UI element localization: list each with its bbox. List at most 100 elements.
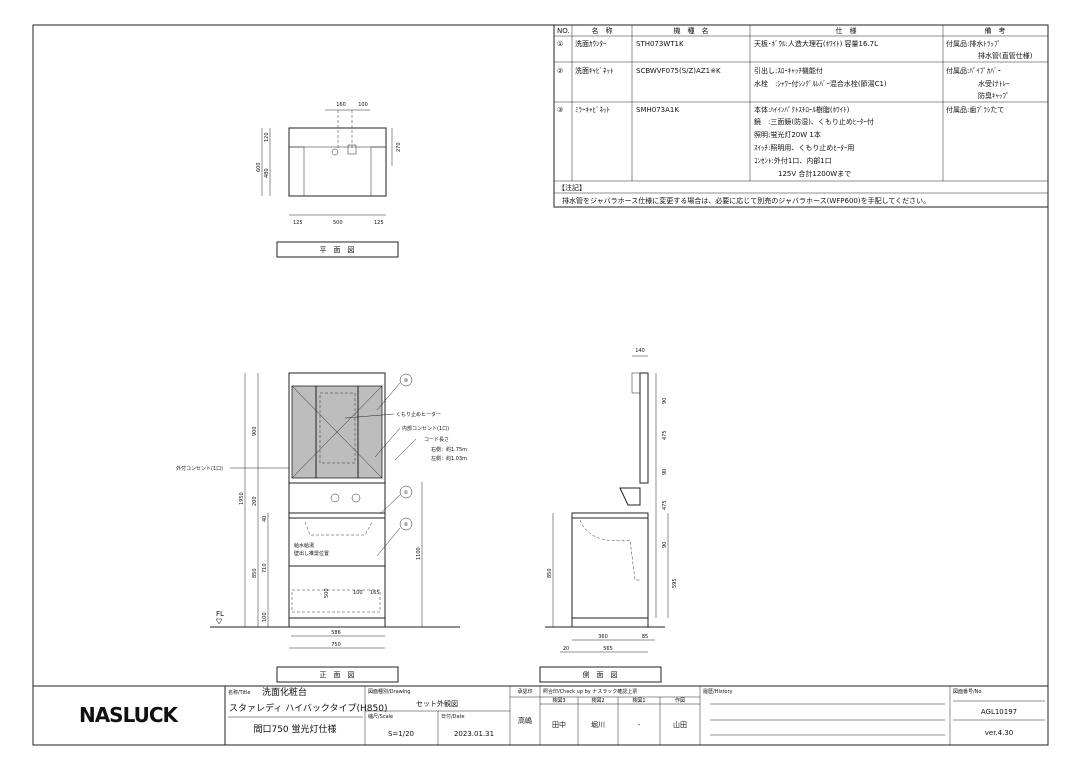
front-view: FL 900 1950 200 40 850 710 100 1100 500 … <box>176 372 467 683</box>
svg-text:S=1/20: S=1/20 <box>388 730 414 738</box>
svg-text:ﾐﾗｰｷｬﾋﾞﾈｯﾄ: ﾐﾗｰｷｬﾋﾞﾈｯﾄ <box>575 106 610 114</box>
svg-text:850: 850 <box>252 568 258 578</box>
svg-text:565: 565 <box>603 646 613 652</box>
svg-text:480: 480 <box>264 168 270 178</box>
svg-text:90: 90 <box>662 542 668 548</box>
svg-text:STH073WT1K: STH073WT1K <box>636 40 684 48</box>
remarks-text: 排水管をジャバラホース仕様に変更する場合は、必要に応じて別売のジャバラホース(W… <box>562 196 930 205</box>
svg-text:縮尺/Scale: 縮尺/Scale <box>368 713 393 720</box>
svg-text:壁出し推奨位置: 壁出し推奨位置 <box>294 550 329 557</box>
drawing-number: AGL10197 <box>981 708 1017 716</box>
svg-text:平 面 図: 平 面 図 <box>320 246 355 254</box>
header-model: 機 種 名 <box>674 26 709 35</box>
svg-text:-: - <box>638 721 641 729</box>
callout-1: ① <box>404 490 409 496</box>
svg-text:85: 85 <box>642 634 648 640</box>
remarks-label: 【注記】 <box>558 183 586 192</box>
header-name: 名 称 <box>592 26 613 35</box>
svg-text:付属品:歯ﾌﾞﾗｼたて: 付属品:歯ﾌﾞﾗｼたて <box>946 105 1004 114</box>
svg-text:500: 500 <box>333 220 343 226</box>
svg-text:100: 100 <box>353 590 363 596</box>
svg-text:SMH073A1K: SMH073A1K <box>636 106 679 114</box>
svg-text:500: 500 <box>324 588 330 598</box>
svg-text:①: ① <box>557 40 563 48</box>
callout-3: ③ <box>404 378 408 384</box>
svg-text:検図1: 検図1 <box>632 697 645 704</box>
plan-view: 160 100 120 480 600 270 125 500 125 平 面 … <box>256 102 402 258</box>
svg-text:本体:ﾊｲｲﾝﾊﾟｸﾄｽﾁﾛｰﾙ樹脂(ﾎﾜｲﾄ): 本体:ﾊｲｲﾝﾊﾟｸﾄｽﾁﾛｰﾙ樹脂(ﾎﾜｲﾄ) <box>754 105 850 114</box>
svg-text:165: 165 <box>370 590 380 596</box>
product-subtitle: スタァレディ ハイバックタイプ(H850) <box>229 702 387 714</box>
svg-text:作図: 作図 <box>675 697 685 704</box>
svg-text:洗面ｷｬﾋﾞﾈｯﾄ: 洗面ｷｬﾋﾞﾈｯﾄ <box>575 66 614 75</box>
svg-text:200: 200 <box>252 496 258 506</box>
fl-label: FL <box>216 610 224 618</box>
svg-text:40: 40 <box>262 516 268 522</box>
svg-text:125: 125 <box>374 220 384 226</box>
svg-text:90: 90 <box>662 398 668 404</box>
spec-table: NO. 名 称 機 種 名 仕 様 備 考 ① 洗面ｶｳﾝﾀｰ STH073WT… <box>553 24 1049 208</box>
svg-text:SCBWVF075(S/Z)AZ1※K: SCBWVF075(S/Z)AZ1※K <box>636 67 721 75</box>
svg-text:正 面 図: 正 面 図 <box>320 671 355 679</box>
svg-text:右側：約1.75m: 右側：約1.75m <box>431 446 467 453</box>
svg-text:2023.01.31: 2023.01.31 <box>454 730 494 738</box>
svg-text:コード長さ: コード長さ <box>424 436 449 443</box>
svg-text:左側：約1.03m: 左側：約1.03m <box>431 455 467 462</box>
svg-text:防臭ｷｬｯﾌﾟ: 防臭ｷｬｯﾌﾟ <box>978 91 1010 100</box>
side-view: 140 90 475 90 475 90 595 850 360 85 20 5… <box>539 348 678 683</box>
svg-text:120: 120 <box>264 132 270 142</box>
table-row: ① 洗面ｶｳﾝﾀｰ STH073WT1K 天板･ﾎﾞｳﾙ:人造大理石(ﾎﾜｲﾄ)… <box>557 39 1033 60</box>
svg-text:山田: 山田 <box>673 720 687 729</box>
svg-text:595: 595 <box>672 578 678 588</box>
svg-text:堀川: 堀川 <box>591 720 605 729</box>
svg-text:内部コンセント(1口): 内部コンセント(1口) <box>402 425 449 432</box>
sheet-border <box>32 24 1049 746</box>
side-view-label <box>539 666 662 683</box>
header-no: NO. <box>557 27 570 35</box>
svg-text:ｺﾝｾﾝﾄ:外付1口、内部1口: ｺﾝｾﾝﾄ:外付1口、内部1口 <box>754 156 832 165</box>
svg-text:100: 100 <box>262 612 268 622</box>
svg-text:田中: 田中 <box>552 720 566 729</box>
svg-text:②: ② <box>557 67 563 75</box>
header-spec: 仕 様 <box>836 26 857 35</box>
svg-text:ｽｲｯﾁ:照明用、くもり止めﾋｰﾀｰ用: ｽｲｯﾁ:照明用、くもり止めﾋｰﾀｰ用 <box>754 143 854 152</box>
svg-text:検図2: 検図2 <box>591 697 604 704</box>
nasluck-logo: NASLUCK <box>79 703 180 727</box>
svg-text:図面番号/No.: 図面番号/No. <box>953 688 983 695</box>
svg-text:125: 125 <box>293 220 303 226</box>
svg-text:高嶋: 高嶋 <box>518 716 532 725</box>
plan-view-label <box>276 241 399 258</box>
svg-text:1100: 1100 <box>416 547 422 560</box>
svg-text:名称/Title: 名称/Title <box>228 689 250 696</box>
svg-text:照合印/Check up by ナスラック確認上票: 照合印/Check up by ナスラック確認上票 <box>543 688 637 695</box>
table-row: ② 洗面ｷｬﾋﾞﾈｯﾄ SCBWVF075(S/Z)AZ1※K 引出し:ｽﾛｰｷ… <box>557 66 1010 100</box>
svg-text:外付コンセント(1口): 外付コンセント(1口) <box>176 465 223 472</box>
svg-text:750: 750 <box>331 642 341 648</box>
svg-text:125V 合計1200Wまで: 125V 合計1200Wまで <box>778 169 851 178</box>
svg-text:くもり止めヒーター: くもり止めヒーター <box>396 411 441 418</box>
table-row: ③ ﾐﾗｰｷｬﾋﾞﾈｯﾄ SMH073A1K 本体:ﾊｲｲﾝﾊﾟｸﾄｽﾁﾛｰﾙ樹… <box>557 105 1004 178</box>
svg-text:水栓 :ｼｬﾜｰ付ｼﾝｸﾞﾙﾚﾊﾞｰ混合水栓(節湯C1): 水栓 :ｼｬﾜｰ付ｼﾝｸﾞﾙﾚﾊﾞｰ混合水栓(節湯C1) <box>754 79 887 88</box>
callout-2: ② <box>404 522 409 528</box>
svg-text:排水管(直管仕様): 排水管(直管仕様) <box>978 51 1033 60</box>
svg-text:洗面ｶｳﾝﾀｰ: 洗面ｶｳﾝﾀｰ <box>575 39 607 48</box>
svg-text:1950: 1950 <box>239 492 245 505</box>
svg-text:160: 160 <box>336 102 346 108</box>
svg-text:475: 475 <box>662 500 668 510</box>
svg-text:承認印: 承認印 <box>517 688 532 695</box>
svg-text:600: 600 <box>256 162 262 172</box>
svg-text:900: 900 <box>252 426 258 436</box>
svg-text:日付/Date: 日付/Date <box>441 713 465 720</box>
svg-text:水受けﾄﾚｰ: 水受けﾄﾚｰ <box>978 79 1010 88</box>
svg-text:270: 270 <box>396 142 402 152</box>
svg-text:850: 850 <box>547 568 553 578</box>
svg-text:475: 475 <box>662 430 668 440</box>
svg-text:検図3: 検図3 <box>552 697 565 704</box>
title-block: NASLUCK 名称/Title 洗面化粧台 スタァレディ ハイバックタイプ(H… <box>32 685 1049 746</box>
svg-text:付属品:ﾊﾟｲﾌﾟｶﾊﾞｰ: 付属品:ﾊﾟｲﾌﾟｶﾊﾞｰ <box>946 66 1001 75</box>
svg-text:側 面 図: 側 面 図 <box>583 670 618 679</box>
svg-text:90: 90 <box>662 469 668 475</box>
svg-text:引出し:ｽﾛｰｷｬｯﾁ機能付: 引出し:ｽﾛｰｷｬｯﾁ機能付 <box>754 66 823 75</box>
svg-text:給水給湯: 給水給湯 <box>294 542 314 549</box>
